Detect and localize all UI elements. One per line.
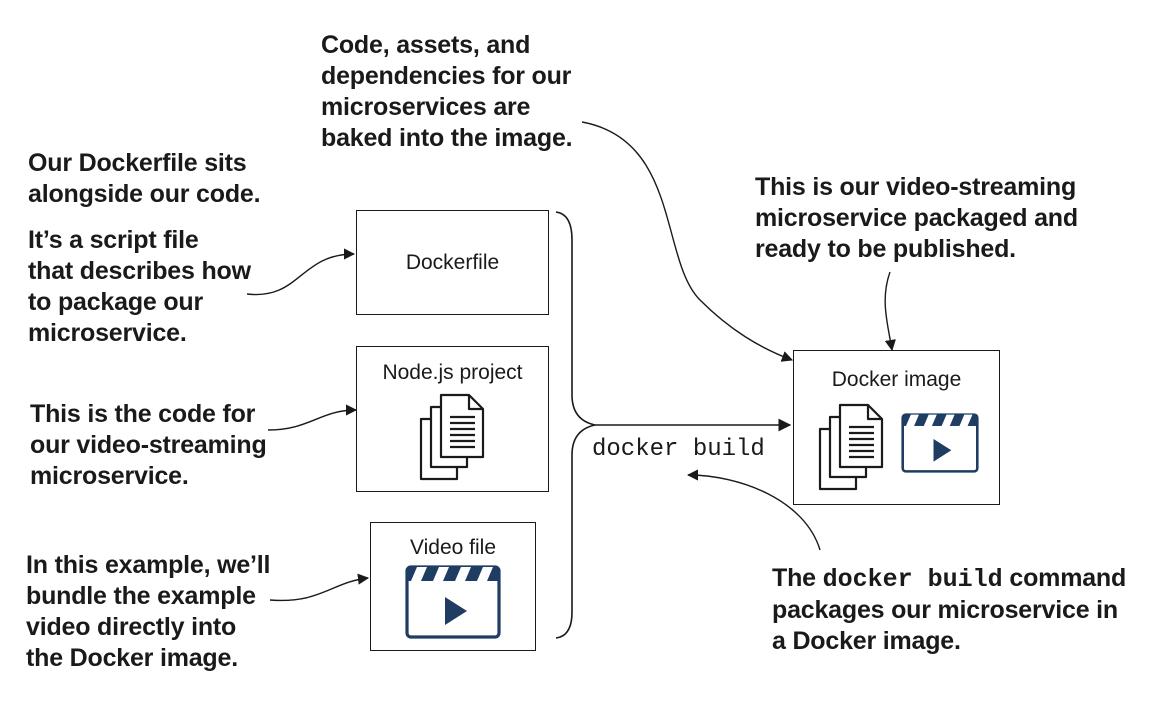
docker-image-box: Docker image: [793, 350, 1000, 505]
dockerfile-location-annotation: Our Dockerfile sits alongside our code.: [28, 148, 261, 210]
command-pointer: [686, 469, 821, 551]
dockerfile-pointer: [246, 248, 356, 296]
packaged-annotation: This is our video-streaming microservice…: [755, 172, 1078, 265]
bundle-video-annotation: In this example, we’ll bundle the exampl…: [26, 550, 270, 674]
nodejs-pointer: [267, 404, 358, 431]
bundle-video-line-1: In this example, we’ll: [26, 551, 271, 579]
code-line-3: microservice.: [30, 462, 189, 490]
packaged-line-3: ready to be published.: [755, 235, 1016, 263]
documents-icon: [419, 393, 485, 481]
baked-annotation: Code, assets, and dependencies for our m…: [321, 30, 573, 154]
script-file-line-3: to package our: [28, 288, 204, 316]
build-command-line-3: a Docker image.: [772, 627, 961, 655]
baked-line-4: baked into the image.: [321, 124, 573, 152]
video-clapper-icon: [405, 565, 501, 639]
baked-line-1: Code, assets, and: [321, 31, 531, 59]
dockerfile-location-line-1: Our Dockerfile sits: [28, 149, 247, 177]
dockerfile-label: Dockerfile: [405, 251, 500, 274]
dockerfile-location-line-2: alongside our code.: [28, 180, 261, 208]
build-command-line-2: packages our microservice in: [772, 596, 1118, 624]
packaged-line-1: This is our video-streaming: [755, 173, 1077, 201]
bundle-video-line-3: video directly into: [26, 613, 237, 641]
video-pointer: [269, 573, 370, 602]
baked-line-2: dependencies for our: [321, 62, 572, 90]
build-command-suffix: command: [1009, 564, 1127, 592]
code-annotation: This is the code for our video-streaming…: [30, 399, 267, 492]
bundle-video-line-4: the Docker image.: [26, 644, 238, 672]
video-file-box: Video file: [370, 522, 536, 651]
input-brace: [555, 211, 596, 639]
docker-build-command: docker build: [592, 436, 765, 463]
script-file-line-1: It’s a script file: [28, 226, 199, 254]
documents-icon: [818, 403, 884, 491]
code-line-1: This is the code for: [30, 400, 256, 428]
docker-image-label: Docker image: [831, 368, 962, 391]
video-file-label: Video file: [409, 536, 496, 559]
code-line-2: our video-streaming: [30, 431, 267, 459]
packaged-line-2: microservice packaged and: [755, 204, 1078, 232]
build-command-prefix: The: [772, 564, 816, 592]
baked-pointer: [581, 121, 794, 362]
packaged-pointer: [884, 271, 896, 352]
bundle-video-line-2: bundle the example: [26, 582, 256, 610]
baked-line-3: microservices are: [321, 93, 531, 121]
build-command-code: docker build: [822, 565, 1003, 594]
video-clapper-icon: [901, 413, 979, 473]
dockerfile-box: Dockerfile: [356, 210, 549, 315]
nodejs-project-box: Node.js project: [356, 346, 549, 492]
nodejs-project-label: Node.js project: [382, 361, 523, 384]
script-file-line-2: that describes how: [28, 257, 251, 285]
build-command-line-1: The docker build command: [772, 563, 1126, 595]
build-command-annotation: The docker build command packages our mi…: [772, 563, 1126, 657]
script-file-line-4: microservice.: [28, 319, 187, 347]
script-file-annotation: It’s a script file that describes how to…: [28, 225, 251, 349]
